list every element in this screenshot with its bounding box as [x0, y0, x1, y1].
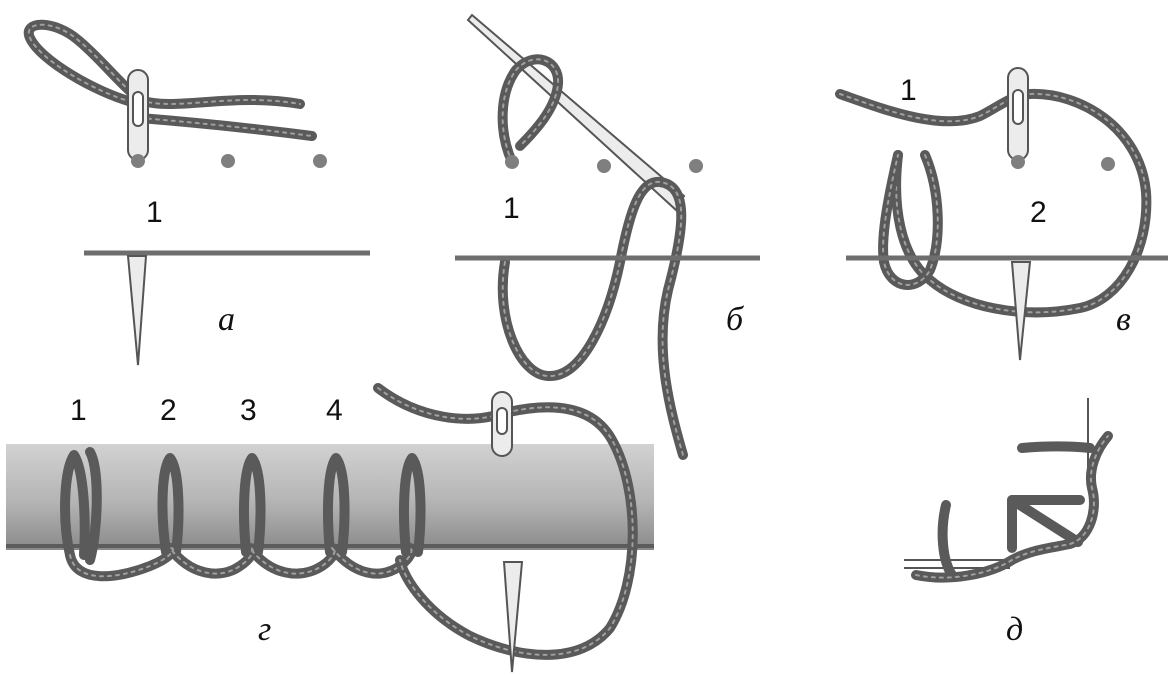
panel-letter: б	[726, 301, 745, 338]
panel-g: 1 2 3 4 г	[6, 383, 654, 673]
panel-letter: г	[258, 611, 271, 648]
stitch-dot-icon	[313, 154, 327, 168]
thread-icon	[323, 453, 350, 557]
stitch-dot-icon	[1101, 157, 1115, 171]
panel-letter: а	[218, 301, 235, 338]
needle-icon	[502, 561, 524, 673]
thread-icon	[1015, 500, 1083, 547]
thread-icon	[1017, 441, 1095, 453]
stitch-dot-icon	[689, 159, 703, 173]
panel-letter: в	[1116, 301, 1131, 338]
needle-icon	[126, 255, 148, 366]
stitch-dot-icon	[505, 155, 519, 169]
step-label: 1	[70, 394, 87, 427]
step-label: 2	[1030, 196, 1047, 229]
stitch-dot-icon	[1011, 155, 1025, 169]
thread-icon	[157, 453, 184, 557]
stitch-dot-icon	[131, 154, 145, 168]
thread-icon	[399, 453, 426, 557]
thread-icon	[60, 450, 90, 560]
step-label: 1	[900, 74, 917, 107]
panel-a: 1 а	[23, 19, 370, 366]
thread-icon	[239, 453, 266, 557]
thread-icon	[23, 19, 305, 109]
step-label: 2	[160, 394, 177, 427]
thread-icon	[937, 500, 957, 580]
stitch-dot-icon	[597, 159, 611, 173]
panel-d: д	[904, 398, 1113, 648]
stitch-dot-icon	[221, 154, 235, 168]
step-label: 1	[146, 196, 163, 229]
needle-icon	[1010, 261, 1032, 361]
step-label: 4	[326, 394, 343, 427]
panel-b: 1 б	[455, 13, 760, 460]
step-label: 3	[240, 394, 257, 427]
thread-icon	[85, 447, 102, 565]
panel-v: 1 2 в	[835, 67, 1168, 361]
thread-icon	[65, 543, 417, 582]
panel-letter: д	[1006, 611, 1023, 648]
step-label: 1	[503, 192, 520, 225]
